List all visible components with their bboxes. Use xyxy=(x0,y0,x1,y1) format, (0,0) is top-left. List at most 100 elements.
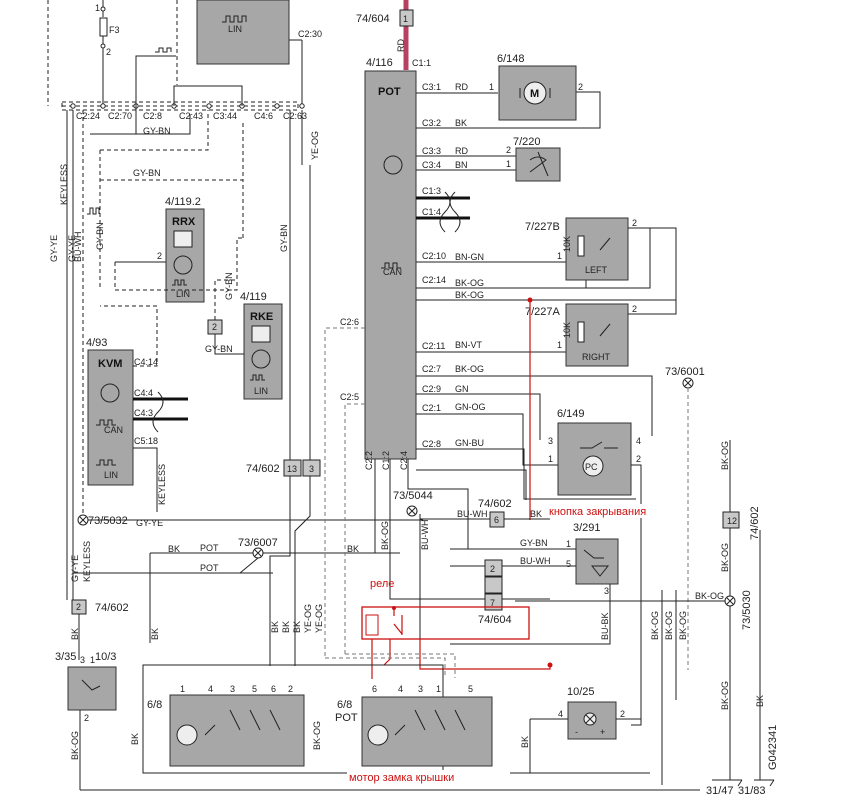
svg-text:YE-OG: YE-OG xyxy=(310,131,320,160)
svg-text:5: 5 xyxy=(566,559,571,569)
svg-text:KVM: KVM xyxy=(98,358,122,370)
svg-text:1: 1 xyxy=(95,3,100,13)
svg-text:BK-OG: BK-OG xyxy=(312,721,322,750)
svg-text:74/602: 74/602 xyxy=(478,498,512,510)
svg-text:C2:24: C2:24 xyxy=(76,111,100,121)
svg-text:4: 4 xyxy=(636,436,641,446)
svg-text:C2:70: C2:70 xyxy=(108,111,132,121)
svg-text:BK: BK xyxy=(281,621,291,633)
pc-6-149: 6/149 PC 3 4 1 2 xyxy=(548,408,642,726)
svg-text:BU-WH: BU-WH xyxy=(73,232,83,263)
svg-text:GY-YE: GY-YE xyxy=(70,555,80,582)
svg-text:C1:4: C1:4 xyxy=(422,207,441,217)
svg-text:1: 1 xyxy=(90,655,95,665)
svg-text:74/602: 74/602 xyxy=(749,506,761,540)
svg-text:2: 2 xyxy=(632,218,637,228)
svg-text:BK-OG: BK-OG xyxy=(650,611,660,640)
svg-text:BN-VT: BN-VT xyxy=(455,340,483,350)
svg-text:73/5032: 73/5032 xyxy=(88,515,128,527)
svg-text:BN: BN xyxy=(455,160,468,170)
svg-text:C2:10: C2:10 xyxy=(422,251,446,261)
right-harness: 73/6001 BK-OG 12 74/602 BK-OG 73/5030 BK… xyxy=(515,366,779,797)
svg-text:+: + xyxy=(600,727,605,737)
svg-text:74/602: 74/602 xyxy=(246,463,280,475)
svg-text:GY-BN: GY-BN xyxy=(224,272,234,300)
svg-text:73/5030: 73/5030 xyxy=(741,590,753,630)
connector-74-602-pin6: 6 74/602 BU-WH BK кнопка закрывания xyxy=(420,498,662,528)
svg-text:C2:6: C2:6 xyxy=(340,317,359,327)
svg-text:2: 2 xyxy=(84,713,89,723)
svg-text:RD: RD xyxy=(455,82,468,92)
svg-text:C1:2: C1:2 xyxy=(381,451,391,470)
svg-text:BU-WH: BU-WH xyxy=(457,509,488,519)
svg-text:BK: BK xyxy=(520,736,530,748)
svg-text:BK-OG: BK-OG xyxy=(455,278,484,288)
svg-text:2: 2 xyxy=(490,564,495,574)
svg-text:C2:30: C2:30 xyxy=(298,29,322,39)
svg-text:G042341: G042341 xyxy=(767,725,779,770)
svg-text:C2:7: C2:7 xyxy=(422,364,441,374)
svg-text:31/47: 31/47 xyxy=(706,785,734,797)
svg-text:C3:4: C3:4 xyxy=(422,160,441,170)
top-lin-module: LIN C2:30 xyxy=(47,0,322,106)
svg-text:C2:1: C2:1 xyxy=(422,403,441,413)
svg-text:CAN: CAN xyxy=(104,425,123,435)
svg-text:74/604: 74/604 xyxy=(478,614,512,626)
svg-text:GY-BN: GY-BN xyxy=(95,222,105,250)
svg-text:10/3: 10/3 xyxy=(95,651,116,663)
svg-text:7: 7 xyxy=(490,598,495,608)
svg-text:31/83: 31/83 xyxy=(738,785,766,797)
pot-wires: BK POT BK BK POT 73/6007 xyxy=(73,537,400,643)
svg-text:BK: BK xyxy=(70,628,80,640)
fuse-f3: 1 F3 2 xyxy=(95,0,120,104)
svg-text:KEYLESS: KEYLESS xyxy=(82,541,92,582)
svg-text:1: 1 xyxy=(557,340,562,350)
svg-text:5: 5 xyxy=(468,684,473,694)
svg-text:C3:2: C3:2 xyxy=(422,118,441,128)
svg-text:C1:3: C1:3 xyxy=(422,186,441,196)
svg-text:C4:3: C4:3 xyxy=(134,408,153,418)
svg-text:4: 4 xyxy=(208,684,213,694)
svg-text:GY-YE: GY-YE xyxy=(67,235,77,262)
svg-text:GN-BU: GN-BU xyxy=(455,438,484,448)
svg-text:YE-OG: YE-OG xyxy=(314,604,324,633)
svg-text:3: 3 xyxy=(309,464,314,474)
svg-text:74/604: 74/604 xyxy=(356,13,390,25)
svg-text:1: 1 xyxy=(566,539,571,549)
svg-text:C5:18: C5:18 xyxy=(134,436,158,446)
svg-text:GY-YE: GY-YE xyxy=(136,518,163,528)
svg-text:C4:14: C4:14 xyxy=(134,357,158,367)
svg-text:BK: BK xyxy=(150,628,160,640)
svg-text:C2:5: C2:5 xyxy=(340,392,359,402)
svg-text:BK: BK xyxy=(347,544,359,554)
svg-text:2: 2 xyxy=(578,82,583,92)
svg-text:2: 2 xyxy=(288,684,293,694)
svg-text:C2:8: C2:8 xyxy=(143,111,162,121)
svg-text:BK-OG: BK-OG xyxy=(720,543,730,572)
svg-text:POT: POT xyxy=(378,86,401,98)
svg-text:10K: 10K xyxy=(562,236,572,252)
svg-text:POT: POT xyxy=(200,563,219,573)
svg-text:KEYLESS: KEYLESS xyxy=(157,464,167,505)
svg-text:6: 6 xyxy=(271,684,276,694)
close-button-annotation: кнопка закрывания xyxy=(549,506,646,518)
svg-text:BK-OG: BK-OG xyxy=(455,364,484,374)
svg-text:BU-BK: BU-BK xyxy=(600,612,610,640)
svg-text:GY-BN: GY-BN xyxy=(133,168,161,178)
svg-text:6: 6 xyxy=(372,684,377,694)
relay-annotation: реле xyxy=(361,578,553,679)
svg-text:C3:3: C3:3 xyxy=(422,146,441,156)
svg-text:C4:6: C4:6 xyxy=(254,111,273,121)
svg-text:6/148: 6/148 xyxy=(497,53,525,65)
svg-text:3: 3 xyxy=(80,655,85,665)
svg-text:PC: PC xyxy=(585,462,598,472)
svg-text:BK: BK xyxy=(755,695,765,707)
svg-text:BK-OG: BK-OG xyxy=(455,290,484,300)
rke-module: 4/119 RKE LIN 2 GY-BN GY-BN xyxy=(205,272,283,400)
svg-text:C3:1: C3:1 xyxy=(422,82,441,92)
lamp-10-25: 10/25 - + 4 2 BK xyxy=(510,686,650,774)
svg-text:LIN: LIN xyxy=(176,289,190,299)
svg-text:3/35: 3/35 xyxy=(55,651,76,663)
svg-text:4: 4 xyxy=(398,684,403,694)
